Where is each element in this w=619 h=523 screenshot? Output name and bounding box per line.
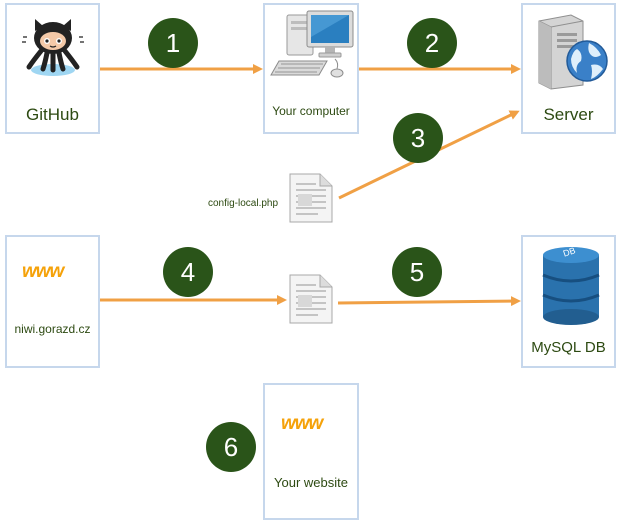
- www-logo: www: [281, 413, 323, 434]
- server-label: Server: [543, 105, 594, 124]
- step-2-number: 2: [425, 28, 439, 58]
- server-box: Server: [521, 3, 616, 134]
- config-label: config-local.php: [208, 198, 279, 209]
- website-label: Your website: [274, 475, 348, 490]
- computer-label: Your computer: [272, 104, 350, 118]
- computer-box: Your computer: [263, 3, 359, 134]
- mysql-label: MySQL DB: [531, 339, 606, 356]
- config-document-icon: [288, 172, 334, 224]
- www-logo: www: [22, 261, 64, 282]
- sql-document-icon: [288, 273, 334, 325]
- step-4-number: 4: [181, 257, 195, 287]
- step-2-badge: 2: [407, 18, 457, 68]
- domain-label: niwi.gorazd.cz: [14, 322, 91, 336]
- website-box: www Your website: [263, 383, 359, 520]
- github-label: GitHub: [26, 105, 79, 124]
- github-box: GitHub: [5, 3, 100, 134]
- step-5-number: 5: [410, 257, 424, 287]
- server-globe-icon: [531, 11, 611, 91]
- step-5-badge: 5: [392, 247, 442, 297]
- arrow-sql-to-mysql: [337, 296, 521, 307]
- mysql-box: DB MySQL DB: [521, 235, 616, 368]
- desktop-computer-icon: [269, 9, 355, 91]
- database-icon: DB: [541, 245, 601, 325]
- step-1-number: 1: [166, 28, 180, 58]
- domain-box: www niwi.gorazd.cz: [5, 235, 100, 368]
- step-6-badge: 6: [206, 422, 256, 472]
- step-6-number: 6: [224, 432, 238, 462]
- step-4-badge: 4: [163, 247, 213, 297]
- step-1-badge: 1: [148, 18, 198, 68]
- octocat-icon: [21, 13, 85, 77]
- step-3-number: 3: [411, 123, 425, 153]
- step-3-badge: 3: [393, 113, 443, 163]
